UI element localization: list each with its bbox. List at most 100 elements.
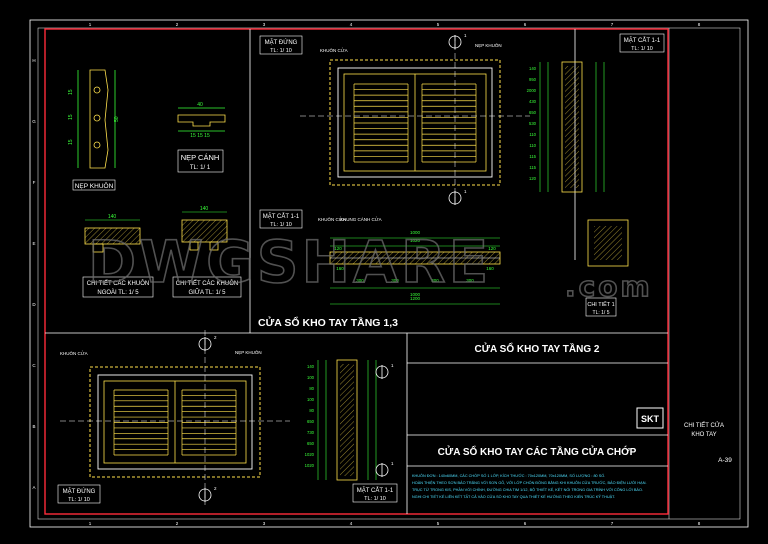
plan-dim-label: 120 <box>334 246 342 251</box>
louvers-top <box>353 83 477 163</box>
plan-dim-label: 1000 <box>410 230 421 235</box>
grid-col-label: 3 <box>263 521 266 526</box>
grid-col-label: 7 <box>611 22 614 27</box>
section-marker-label: 1 <box>464 189 467 194</box>
note-line-3: TRỤC TỪ TRONG KIS, PHẦN VỚI CHÍNH, ĐƯỜNG… <box>412 487 643 492</box>
plan-dim-label: 160 <box>486 266 494 271</box>
label-mat-dung-bottom: MẶT ĐỨNG <box>63 488 96 495</box>
elevation-top: MẶT ĐỨNG TL: 1/ 10 KHUÔN CỬA NẸP KHUÔN <box>259 35 530 205</box>
grid-row-label: G <box>32 119 36 124</box>
side-dim-label: 115 <box>529 165 536 170</box>
label-ct-khuon-giua-1: CHI TIẾT CÁC KHUÔN <box>176 280 238 287</box>
side-dim-label: 140 <box>307 364 315 369</box>
side-dim-label: 1020 <box>305 452 315 457</box>
plan-dim-label: 300 <box>391 278 399 283</box>
label-nep-khuon-top: NẸP KHUÔN <box>475 42 502 48</box>
side-dim-label: 120 <box>529 176 537 181</box>
side-dim-label: 140 <box>529 66 537 71</box>
label-mat-dung-top-scale: TL: 1/ 10 <box>270 48 292 54</box>
title-panel-a: CỬA SỔ KHO TAY TẦNG 1,3 <box>258 316 398 329</box>
plan-dim-label: 300 <box>431 278 439 283</box>
side-dim-label: 100 <box>307 397 315 402</box>
label-ct-khuon-ngoai-1: CHI TIẾT CÁC KHUÔN <box>87 280 149 287</box>
label-mat-dung-top: MẶT ĐỨNG <box>265 39 298 46</box>
side-dim-label: 650 <box>307 419 315 424</box>
label-nep-canh: NẸP CÁNH <box>181 153 220 162</box>
skt-logo: SKT <box>636 407 664 429</box>
grid-row-label: C <box>32 363 36 368</box>
grid-col-label: 4 <box>350 22 353 27</box>
grid-row-label: D <box>32 302 36 307</box>
label-chi-tiet-1: CHI TIẾT 1 <box>587 301 614 308</box>
title-panel-b-top: CỬA SỔ KHO TAY TẦNG 2 <box>475 342 600 355</box>
watermark-suffix: .com <box>565 270 653 303</box>
grid-col-label: 5 <box>437 521 440 526</box>
grid-col-label: 1 <box>89 521 92 526</box>
plan-dim-label: 1000 <box>410 292 421 297</box>
label-nep-khuon-bottom: NẸP KHUÔN <box>235 349 262 355</box>
label-nep-khuon: NẸP KHUÔN <box>75 181 114 190</box>
label-khung-canh: KHUNG CÁNH CỬA <box>340 216 382 222</box>
notes: KHUÔN ĐƠN : 140x60MM, CÁC CHỚP SỐ 1 LỚP,… <box>412 473 647 499</box>
panel-dividers <box>45 29 668 514</box>
elevation-bottom: KHUÔN CỬA NẸP KHUÔN MẶT ĐỨNG TL: 1/ 10 <box>57 330 290 505</box>
nep-khuon-profile <box>77 69 116 169</box>
grid-row-label: B <box>32 424 35 429</box>
grid-col-label: 8 <box>698 521 701 526</box>
plan-dim-label: 160 <box>336 266 344 271</box>
grid-row-label: A <box>32 485 35 490</box>
label-mat-dung-bottom-scale: TL: 1/ 10 <box>68 497 90 503</box>
label-khuon-cua-top: KHUÔN CỬA <box>320 47 348 53</box>
title-block-line-2: KHO TAY <box>691 432 716 438</box>
plan-section: MẶT CẮT 1-1 TL: 1/ 10 KHUÔN CỬA KHUNG CÁ… <box>259 209 501 305</box>
detail-1: CHI TIẾT 1 TL: 1/ 5 <box>585 219 629 317</box>
svg-text:15: 15 <box>68 114 74 120</box>
section-marker-label: 2 <box>214 335 217 340</box>
grid-col-label: 3 <box>263 22 266 27</box>
red-drawing-border <box>44 28 669 515</box>
svg-text:15: 15 <box>68 139 74 145</box>
watermark: DWGSHARE .com <box>87 227 653 304</box>
logo-text: SKT <box>641 414 660 424</box>
sheet-frame <box>29 19 749 528</box>
watermark-main: DWGSHARE <box>88 228 491 296</box>
plan-dim-label: 1020 <box>410 238 421 243</box>
grid-col-label: 7 <box>611 521 614 526</box>
plan-dim-label: 1200 <box>410 296 421 301</box>
svg-text:140: 140 <box>108 214 117 220</box>
section-marker-label: 1 <box>391 363 394 368</box>
label-mat-cat-bottom: MẶT CẮT 1-1 <box>357 486 394 494</box>
section-marker-label: 2 <box>214 486 217 491</box>
side-dim-label: 950 <box>529 77 537 82</box>
sheet-number: A-39 <box>718 457 732 464</box>
grid-col-label: 2 <box>176 521 179 526</box>
label-nep-canh-scale: TL: 1/ 1 <box>190 165 211 171</box>
svg-text:140: 140 <box>200 206 209 212</box>
side-dim-label: 110 <box>529 132 536 137</box>
label-ct-khuon-ngoai-2: NGOÀI TL: 1/ 5 <box>97 289 139 296</box>
note-line-2: HOÀN THIỆN THEO SƠN BẢO TRẮNG VỚI SƠN GỖ… <box>412 480 647 485</box>
nep-canh-profile <box>177 107 226 132</box>
grid-col-label: 8 <box>698 22 701 27</box>
plan-dim-label: 300 <box>466 278 474 283</box>
khuon-giua-profile: 140 <box>181 206 228 251</box>
grid-col-label: 2 <box>176 22 179 27</box>
grid-row-label: F <box>33 180 36 185</box>
vertical-section-top: MẶT CẮT 1-1 TL: 1/ 10 140950200043065053… <box>527 33 665 193</box>
side-dim-label: 430 <box>529 99 537 104</box>
label-khuon-cua-plan: KHUÔN CỬA <box>318 216 346 222</box>
note-line-4: NGHI CHI TIẾT KẾ LIÊN KẾT TẤT CẢ VÀO CỬA… <box>412 494 615 499</box>
side-dim-label: 110 <box>529 143 536 148</box>
louvers-bottom <box>113 389 237 456</box>
side-dim-label: 115 <box>529 154 536 159</box>
section-marker-label: 1 <box>391 461 394 466</box>
grid-col-label: 6 <box>524 521 527 526</box>
nep-khuon-dims: 15 15 15 50 <box>68 89 120 145</box>
plan-dim-label: 300 <box>356 278 364 283</box>
